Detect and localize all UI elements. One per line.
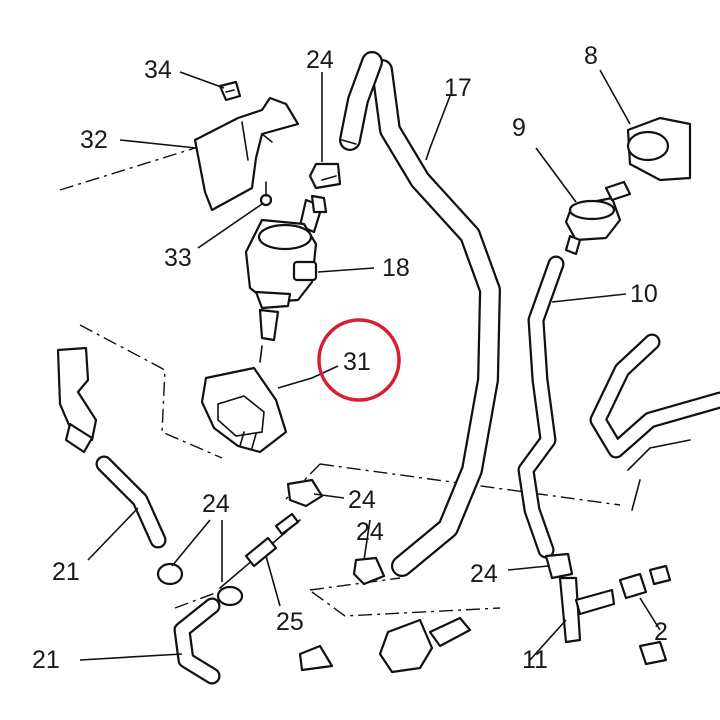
callout-21-bottom: 21 xyxy=(32,646,60,674)
part-25-connector xyxy=(219,512,301,589)
hose-10 xyxy=(517,255,565,559)
callout-31: 31 xyxy=(343,348,371,376)
callout-24-left: 24 xyxy=(202,490,230,518)
part-24-clip-left xyxy=(156,562,244,607)
part-18-purge-valve xyxy=(244,198,324,363)
part-32-bracket xyxy=(193,96,300,212)
part-bottom-valve xyxy=(298,616,472,674)
callout-labels: 34 24 17 8 32 9 33 18 10 31 21 24 24 24 … xyxy=(32,42,668,674)
callout-11: 11 xyxy=(522,646,548,674)
callout-24-top: 24 xyxy=(306,46,334,74)
hose-17 xyxy=(371,59,501,577)
callout-2: 2 xyxy=(654,618,668,646)
callout-32: 32 xyxy=(80,126,108,154)
callout-34: 34 xyxy=(144,56,172,84)
hose-lower-left xyxy=(173,597,221,685)
part-24-clip-middle xyxy=(286,478,386,586)
highlight-circle-callout-31 xyxy=(317,318,401,402)
callout-10: 10 xyxy=(630,280,658,308)
leader-lines xyxy=(79,69,661,661)
callout-9: 9 xyxy=(512,114,526,142)
callout-17: 17 xyxy=(444,74,472,102)
callout-33: 33 xyxy=(164,244,192,272)
hose-upper xyxy=(339,51,383,151)
part-9-valve xyxy=(564,180,632,256)
callout-24-right: 24 xyxy=(470,560,498,588)
part-11-tee xyxy=(544,552,672,666)
callout-24-mid: 24 xyxy=(348,486,376,514)
part-21-elbow xyxy=(56,346,98,454)
connector-nozzle xyxy=(310,194,328,214)
part-34-clip xyxy=(218,80,242,102)
part-31-clamp xyxy=(200,366,288,454)
callout-24-lower: 24 xyxy=(356,518,384,546)
reference-lines xyxy=(59,147,621,617)
part-8-cap xyxy=(626,116,692,182)
callout-18: 18 xyxy=(382,254,410,282)
part-24-clip-top xyxy=(308,162,342,190)
part-33-screw xyxy=(259,181,273,207)
callout-21-left: 21 xyxy=(52,558,80,586)
hose-right xyxy=(589,333,720,511)
hose-21 xyxy=(95,455,167,549)
callout-25: 25 xyxy=(276,608,304,636)
callout-8: 8 xyxy=(584,42,598,70)
